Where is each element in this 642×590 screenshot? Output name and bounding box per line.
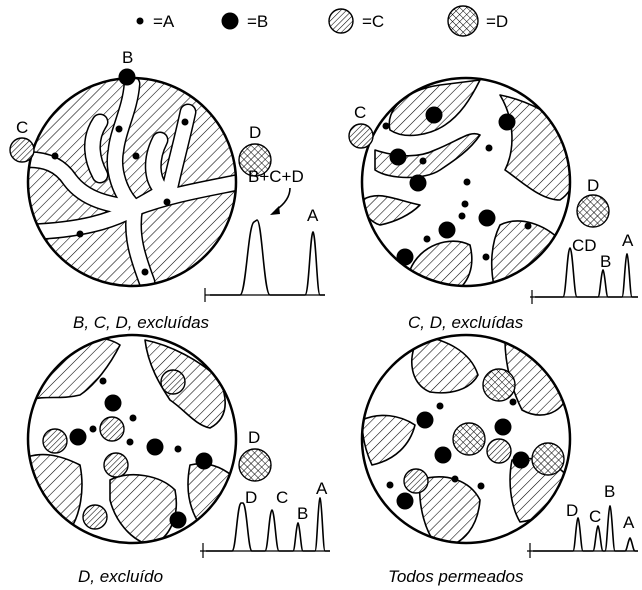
peak-label-cd: CD xyxy=(572,236,597,255)
peak-label-b: B xyxy=(600,252,611,271)
peak-label-c: C xyxy=(276,488,288,507)
gel-bead-4-matrix xyxy=(362,335,570,548)
legend-item-a: =A xyxy=(137,12,175,31)
peak-label-c: C xyxy=(589,507,601,526)
peak-label-a: A xyxy=(307,206,319,225)
excluded-b-molecule xyxy=(119,69,136,86)
peak-label-b: B xyxy=(604,482,615,501)
panel-1: B C D B+C+D A B, C, D, excluídas xyxy=(10,48,325,332)
panel-2: C D CD B A C, D, excluídas xyxy=(349,78,638,332)
legend-label-d: =D xyxy=(486,12,508,31)
panel-caption: Todos permeados xyxy=(388,567,524,586)
arrowhead-icon xyxy=(270,206,280,215)
peak-label-b: B xyxy=(297,504,308,523)
peak-label-a: A xyxy=(623,513,635,532)
legend-item-c: =C xyxy=(329,9,384,33)
peak-label-bcd: B+C+D xyxy=(248,167,304,186)
large-dot-icon xyxy=(222,13,239,30)
outside-label-d: D xyxy=(587,176,599,195)
legend-label-c: =C xyxy=(362,12,384,31)
chromatogram-trace xyxy=(535,248,638,297)
excluded-c-molecule xyxy=(349,124,373,148)
crosshatched-circle-icon xyxy=(448,6,478,36)
outside-label-d: D xyxy=(249,123,261,142)
panel-caption: C, D, excluídas xyxy=(408,313,524,332)
outside-label-c: C xyxy=(354,103,366,122)
chromatogram-trace xyxy=(210,220,325,295)
outside-label-b: B xyxy=(122,48,133,67)
legend-item-b: =B xyxy=(222,12,269,31)
peak-label-a: A xyxy=(316,479,328,498)
panel-caption: B, C, D, excluídas xyxy=(73,313,210,332)
outside-label-c: C xyxy=(16,118,28,137)
excluded-c-molecule xyxy=(10,138,34,162)
legend-item-d: =D xyxy=(448,6,508,36)
peak-label-d: D xyxy=(566,501,578,520)
legend-label-b: =B xyxy=(247,12,268,31)
outside-label-d: D xyxy=(248,428,260,447)
excluded-d-molecule xyxy=(239,449,271,481)
legend: =A =B =C =D xyxy=(137,6,509,36)
chromatogram-trace xyxy=(206,498,330,551)
hatched-circle-icon xyxy=(329,9,353,33)
peak-label-d: D xyxy=(245,488,257,507)
panel-caption: D, excluído xyxy=(78,567,163,586)
panel-4: D C B A Todos permeados xyxy=(362,335,638,586)
excluded-d-molecule xyxy=(577,195,609,227)
small-dot-icon xyxy=(137,18,144,25)
gel-bead-2-matrix xyxy=(362,78,577,295)
peak-label-a: A xyxy=(622,231,634,250)
legend-label-a: =A xyxy=(153,12,175,31)
peak-arrow xyxy=(276,188,290,210)
panel-3: D D C B A D, excluído xyxy=(20,335,330,586)
